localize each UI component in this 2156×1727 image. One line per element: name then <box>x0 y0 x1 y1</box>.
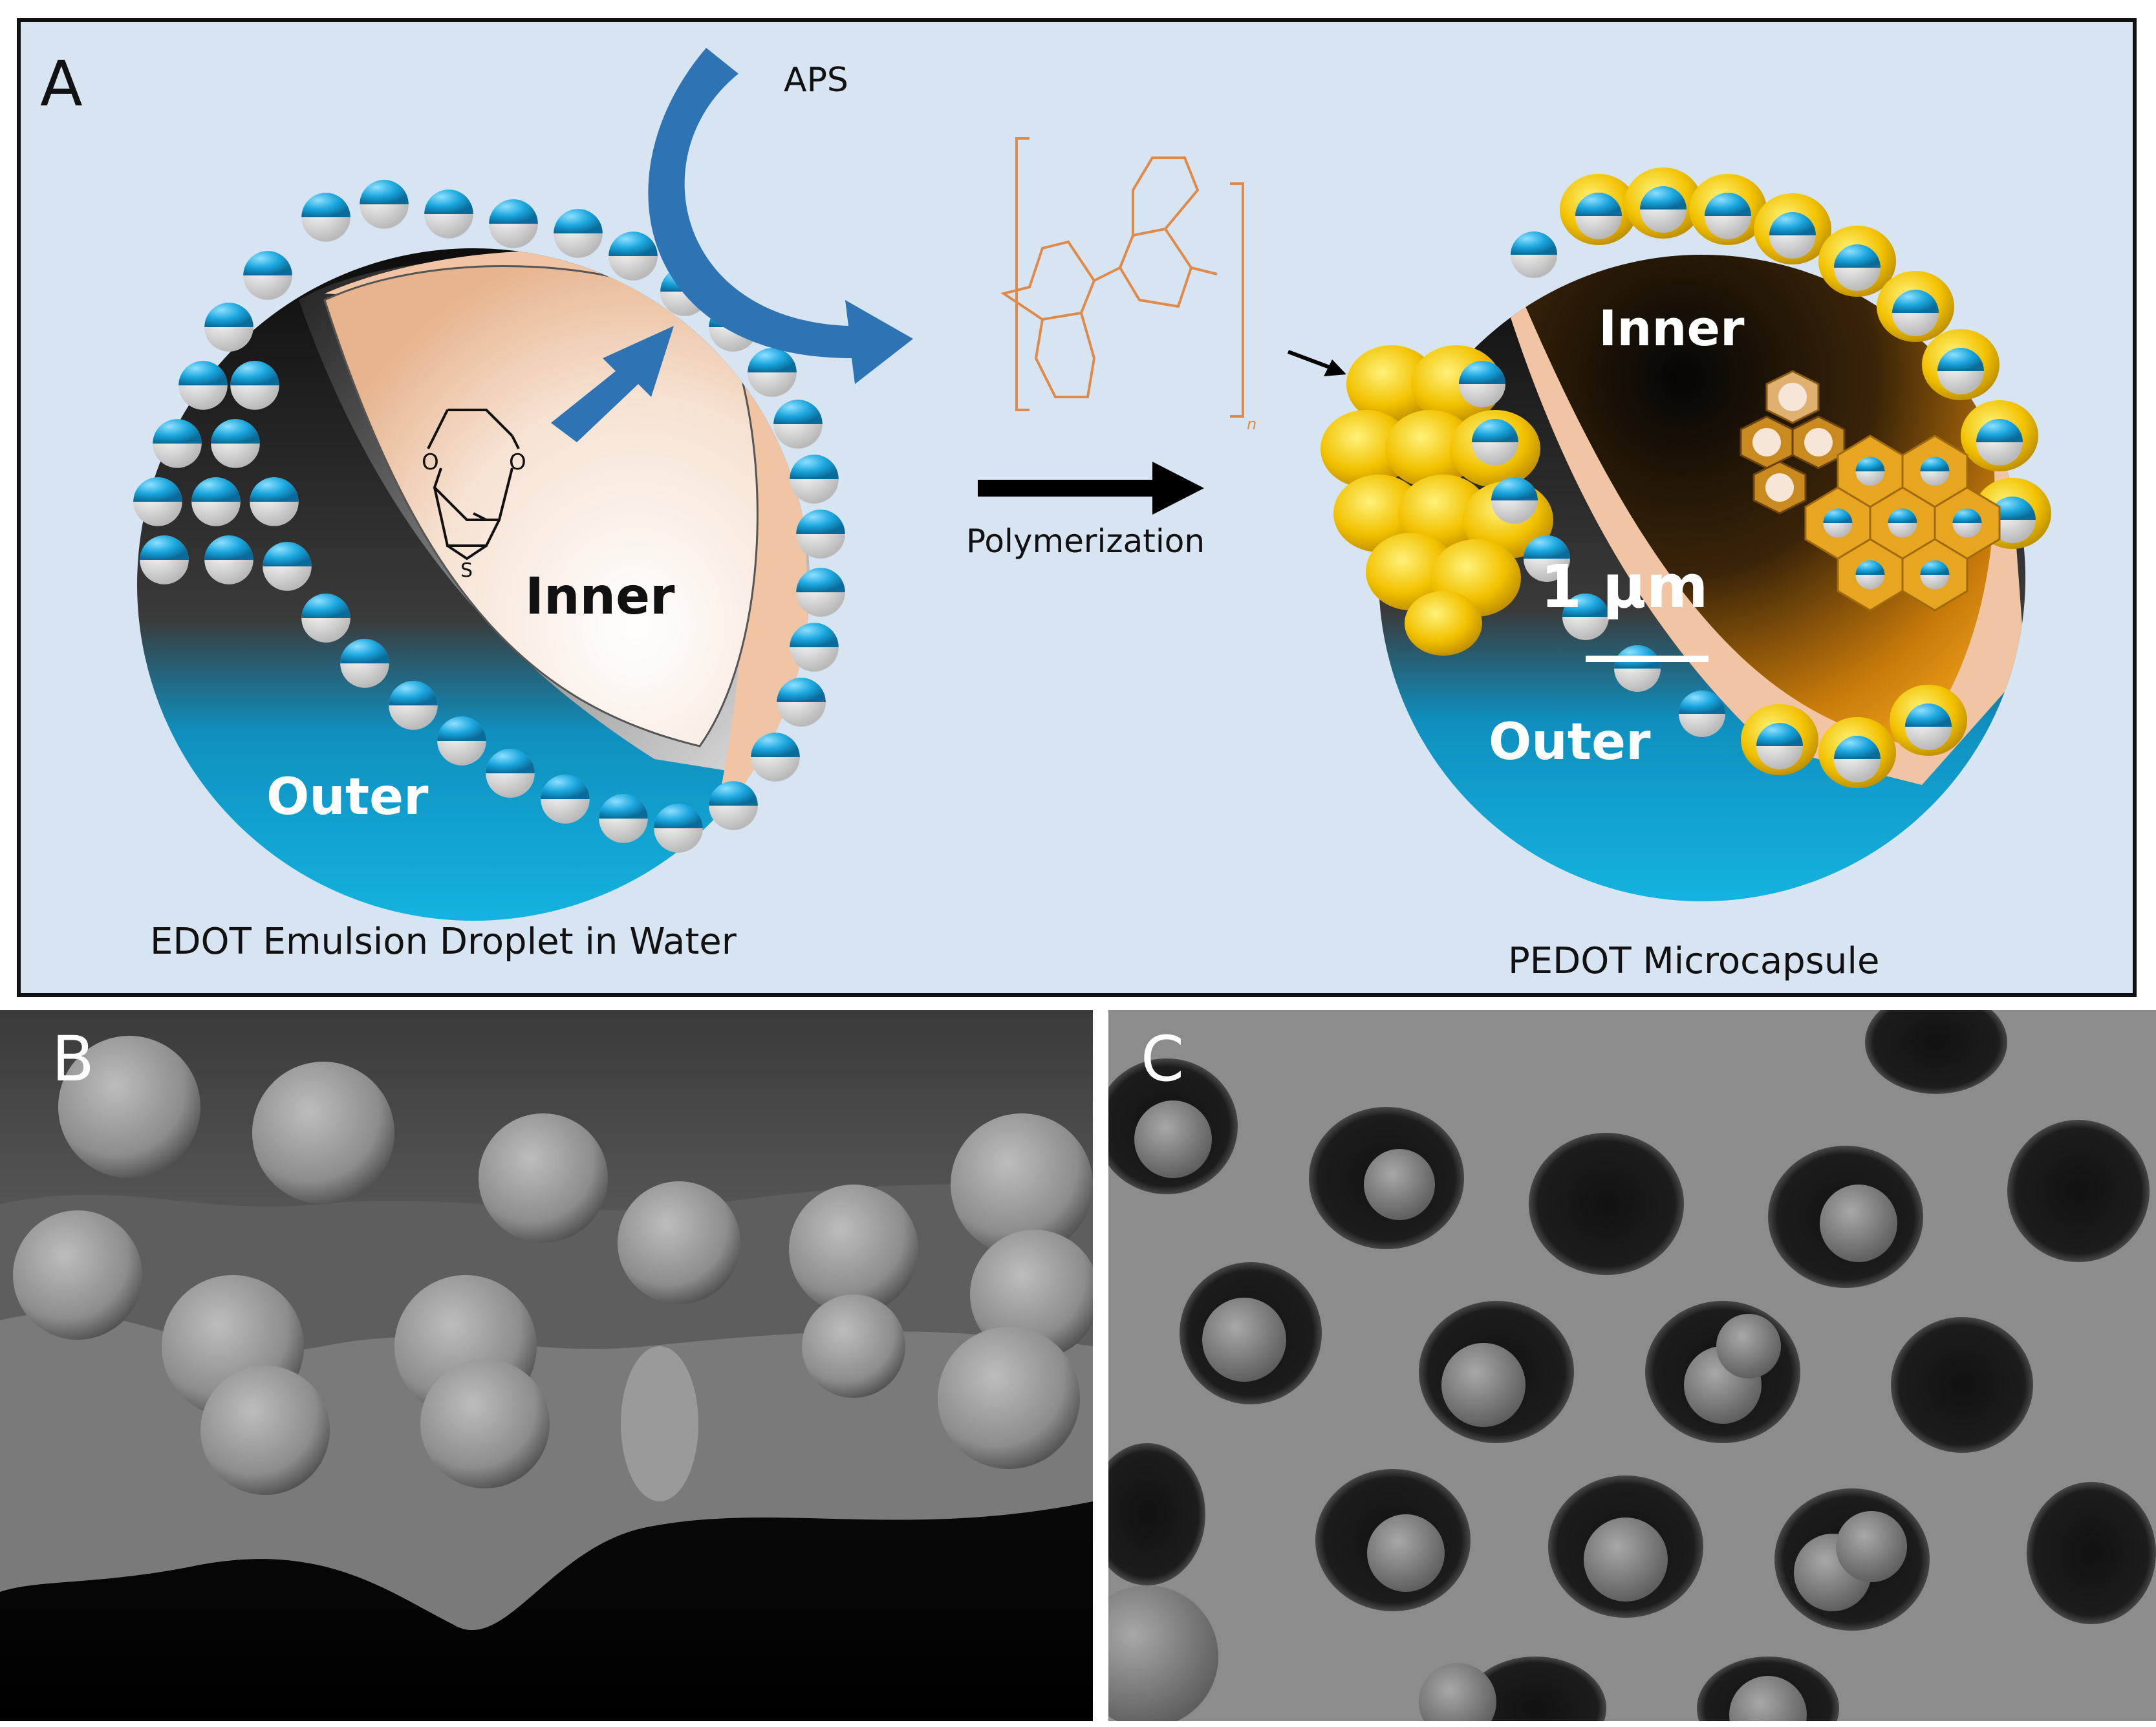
pointer-arrow <box>1287 350 1346 376</box>
panel-c-micrograph <box>1108 1010 2156 1721</box>
edot-atom-o2: O <box>509 449 526 475</box>
scale-bar-label: 1 μm <box>1540 552 1709 621</box>
hexagonal-packing <box>1740 370 2001 612</box>
right-surfactant-shell <box>1459 167 2051 788</box>
panel-b-sem-image: B <box>0 1010 1093 1721</box>
pedot-structure <box>1000 137 1244 418</box>
panel-c-letter: C <box>1141 1023 1185 1095</box>
left-outer-label: Outer <box>266 768 429 826</box>
edot-atom-o1: O <box>422 449 439 475</box>
left-caption: EDOT Emulsion Droplet in Water <box>150 921 737 963</box>
polymerization-arrow <box>978 462 1204 515</box>
right-inner-label: Inner <box>1599 299 1745 357</box>
panel-a-illustration: O O S Inner Outer n Polymerization <box>133 48 2051 921</box>
aps-label: APS <box>784 61 848 100</box>
polymerization-label: Polymerization <box>966 522 1205 560</box>
panel-a: O O S Inner Outer n Polymerization <box>17 18 2137 997</box>
right-outer-label: Outer <box>1489 713 1651 771</box>
right-caption: PEDOT Microcapsule <box>1508 940 1880 982</box>
aps-curved-arrow <box>648 48 913 384</box>
panel-b-letter: B <box>52 1023 94 1095</box>
panel-b-micrograph <box>0 1010 1093 1721</box>
scale-bar <box>1586 656 1709 662</box>
left-inner-label: Inner <box>525 568 675 626</box>
pedot-grain-cluster <box>1321 345 1553 656</box>
edot-emulsion-droplet: O O S Inner Outer <box>133 180 845 921</box>
panel-c-sem-image: C <box>1108 1010 2156 1721</box>
blue-entry-arrow <box>551 326 674 442</box>
edot-structure <box>427 409 520 561</box>
panel-a-letter: A <box>40 48 83 120</box>
pedot-subscript-n: n <box>1247 415 1256 433</box>
pedot-microcapsule: Inner 1 μm Outer <box>1321 167 2051 901</box>
captured-particles <box>1108 1100 1907 1721</box>
edot-atom-s: S <box>460 559 473 582</box>
